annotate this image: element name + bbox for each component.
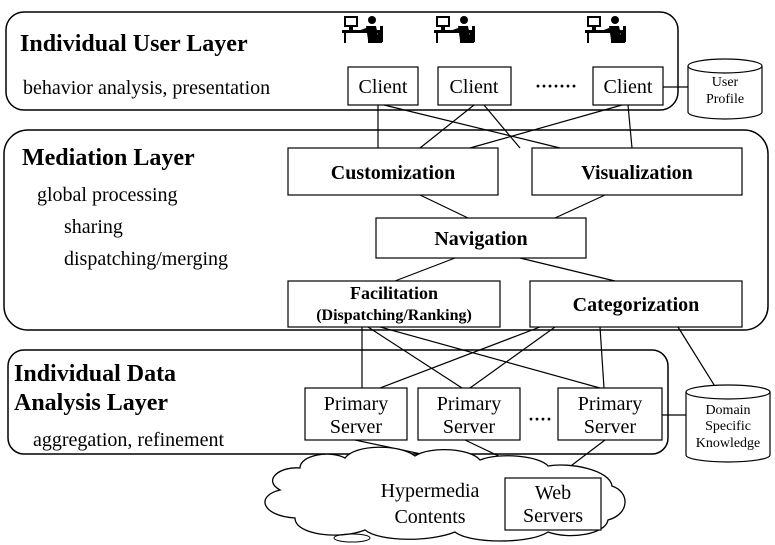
categorization-box (529, 280, 743, 328)
line-navigation-categorization (519, 257, 616, 282)
facilitation-label-2: (Dispatching/Ranking) (316, 307, 472, 324)
line-client1-visualization (383, 104, 561, 149)
line-cat-server1 (379, 326, 541, 389)
database-cylinder-icon (687, 58, 763, 120)
data-layer-description: aggregation, refinement (33, 429, 224, 451)
line-client3-customization (469, 104, 623, 149)
mediation-layer: Mediation Layer global processing sharin… (3, 129, 769, 331)
server-3-label-2: Server (584, 416, 637, 438)
line-cat-server2 (469, 326, 556, 389)
primary-server-box-3 (557, 387, 663, 441)
visualization-box (531, 147, 743, 196)
facilitation-label-1: Facilitation (350, 283, 438, 303)
server-1-label-1: Primary (324, 393, 388, 415)
web-servers-box (504, 477, 602, 531)
visualization-label: Visualization (581, 162, 693, 184)
server-2-label-2: Server (443, 416, 496, 438)
primary-server-box-2 (417, 387, 521, 441)
mediation-desc-2: sharing (64, 216, 123, 238)
customization-label: Customization (331, 162, 455, 184)
data-layer-frame (7, 349, 669, 455)
customization-box (287, 147, 499, 196)
line-fac-server2 (367, 326, 463, 389)
web-servers-label-2: Servers (523, 505, 583, 527)
user-profile-label-1: User (712, 75, 739, 90)
line-navigation-facilitation (394, 257, 456, 282)
line-client3-visualization (627, 104, 633, 149)
line-customization-navigation (419, 194, 469, 219)
domain-label-1: Domain (705, 403, 750, 418)
line-cat-domain (677, 326, 717, 389)
server-2-label-1: Primary (437, 393, 501, 415)
web-servers-label-1: Web (535, 482, 571, 504)
data-layer-title-1: Individual Data (14, 361, 176, 387)
client-ellipsis: ······· (535, 76, 577, 96)
computer-user-icon (342, 16, 383, 43)
server-3-label-1: Primary (578, 393, 642, 415)
navigation-box (375, 217, 587, 259)
data-layer-title-2: Analysis Layer (14, 390, 168, 416)
primary-server-box-1 (304, 387, 408, 441)
client-box-3 (592, 66, 664, 106)
mediation-desc-1: global processing (37, 184, 178, 206)
user-profile-label-2: Profile (706, 92, 744, 107)
facilitation-box (287, 280, 501, 328)
line-client2-customization (419, 104, 475, 149)
computer-user-icon (434, 16, 475, 43)
client-box-1 (347, 66, 419, 106)
client-label-2: Client (450, 76, 499, 98)
line-client2-visualization (483, 104, 521, 149)
line-cat-server3 (599, 326, 605, 389)
user-layer: Individual User Layer behavior analysis,… (5, 11, 763, 120)
domain-label-2: Specific (705, 419, 751, 434)
user-layer-title: Individual User Layer (20, 31, 248, 57)
user-layer-frame (5, 11, 679, 111)
client-label-1: Client (359, 76, 408, 98)
server-ellipsis: ···· (528, 409, 552, 429)
mediation-layer-title: Mediation Layer (22, 145, 195, 171)
database-cylinder-icon (685, 384, 771, 463)
domain-label-3: Knowledge (696, 436, 761, 451)
client-box-2 (437, 66, 512, 106)
mediation-layer-frame (3, 129, 769, 331)
client-label-3: Client (604, 76, 653, 98)
data-analysis-layer: Individual Data Analysis Layer aggregati… (7, 349, 771, 463)
line-visualization-navigation (554, 194, 606, 219)
user-layer-description: behavior analysis, presentation (23, 77, 270, 99)
hypermedia-label-1: Hypermedia (381, 480, 480, 502)
hypermedia-label-2: Contents (394, 506, 465, 528)
computer-user-icon (585, 16, 626, 43)
server-1-label-2: Server (330, 416, 383, 438)
categorization-label: Categorization (573, 294, 700, 316)
mediation-desc-3: dispatching/merging (64, 248, 228, 270)
navigation-label: Navigation (434, 228, 527, 250)
line-fac-server3 (379, 326, 601, 389)
